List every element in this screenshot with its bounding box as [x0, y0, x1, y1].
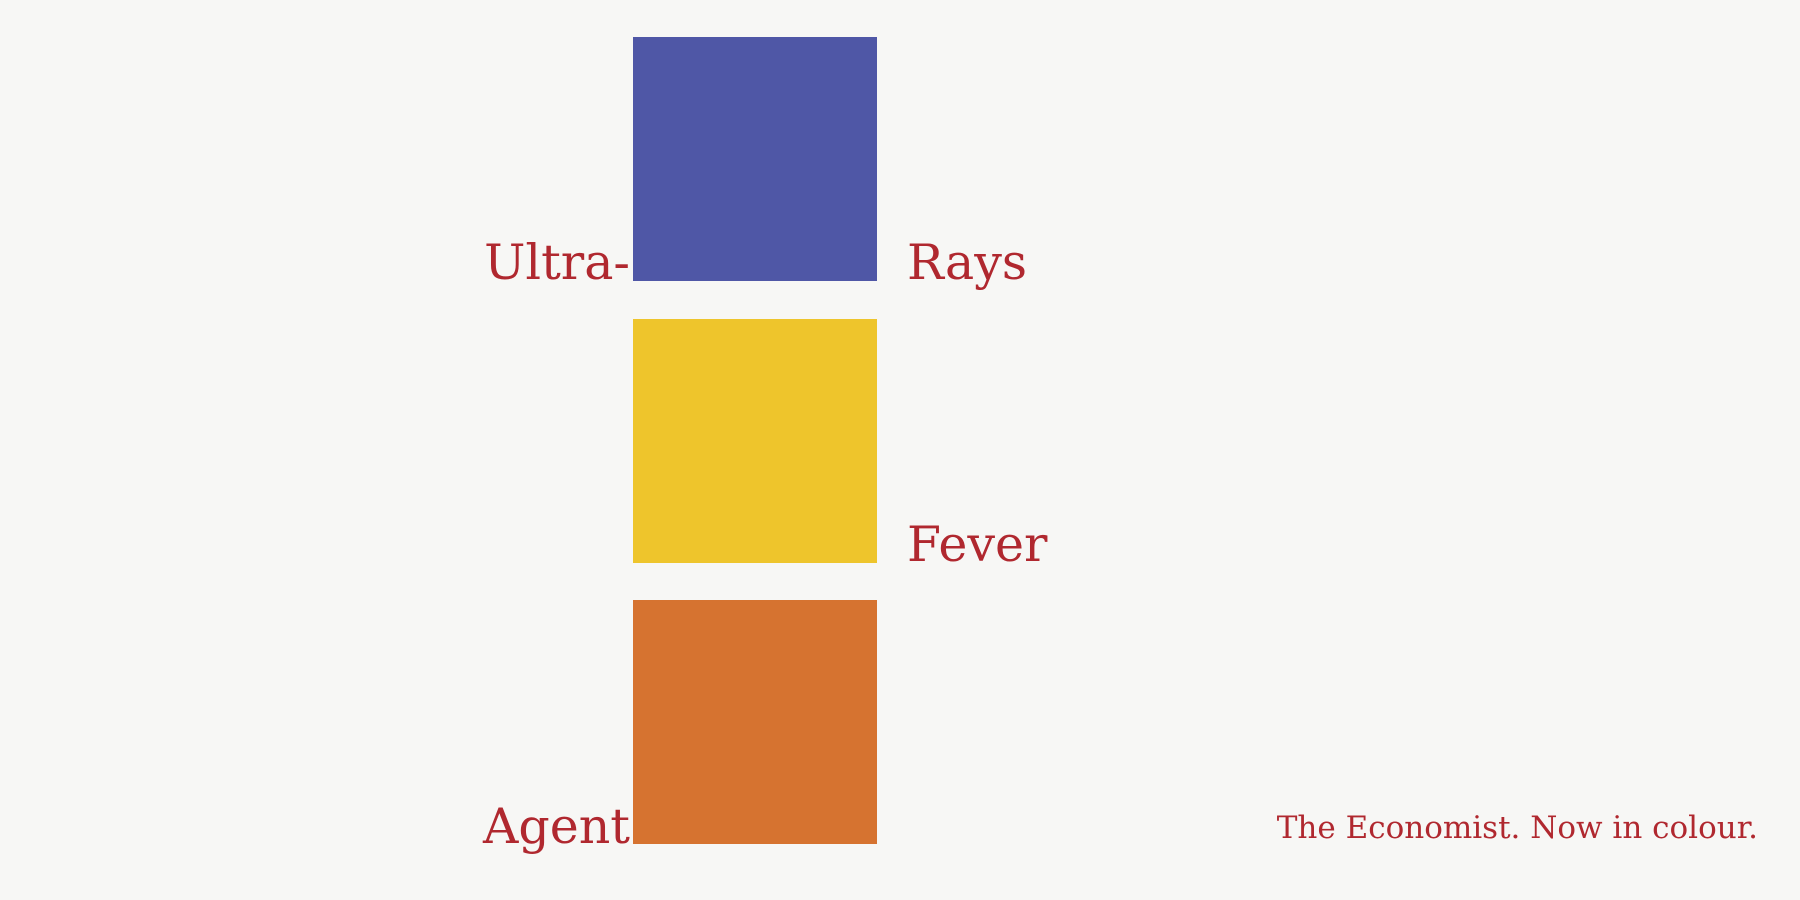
word-ultra: Ultra- — [484, 234, 630, 291]
word-rays: Rays — [907, 234, 1028, 291]
word-fever: Fever — [907, 516, 1048, 573]
orange-swatch — [633, 600, 877, 844]
word-agent: Agent — [483, 798, 630, 855]
blue-swatch — [633, 37, 877, 281]
yellow-swatch — [633, 319, 877, 563]
tagline: The Economist. Now in colour. — [1276, 810, 1758, 846]
